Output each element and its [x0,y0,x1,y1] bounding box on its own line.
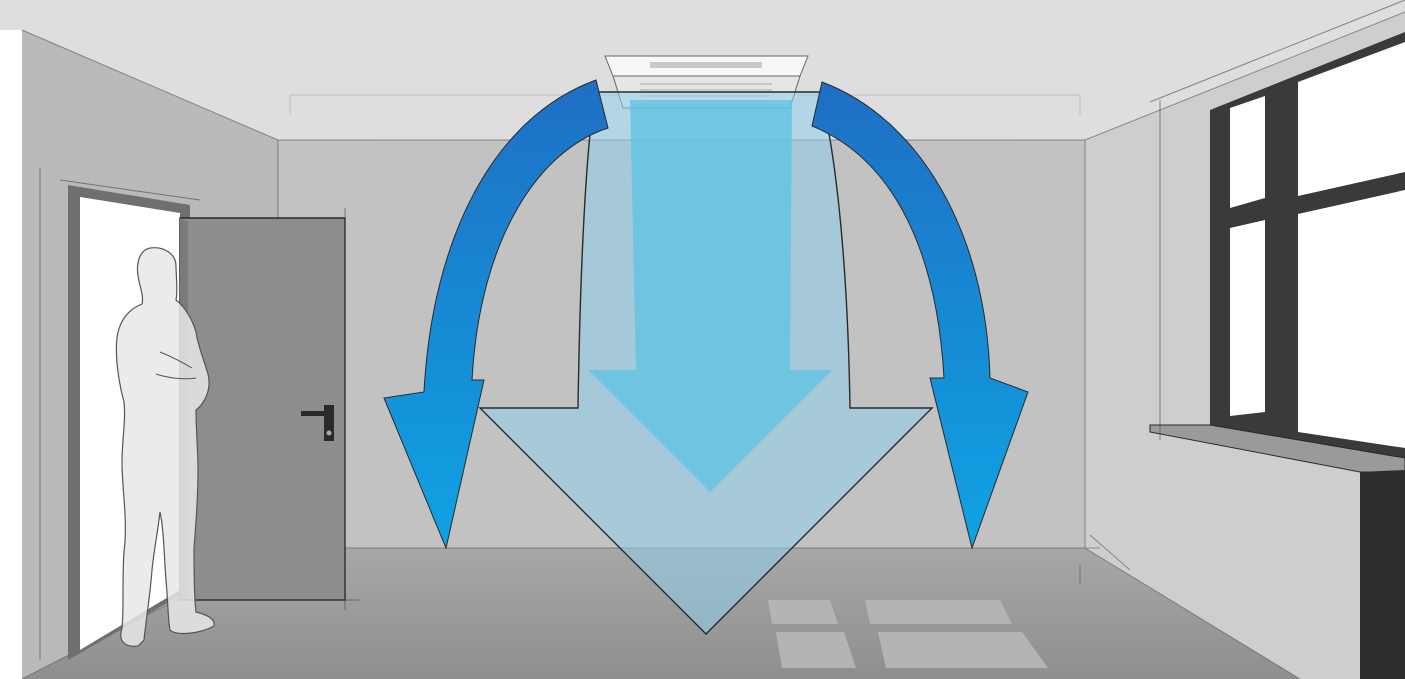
sunlight-patch [878,632,1048,668]
left-edge-strip [0,30,22,679]
sunlight-patch [768,600,838,624]
window-glass [1230,96,1265,208]
doorway [40,168,360,660]
window-glass [1298,190,1405,448]
sunlight-patch [776,632,856,668]
door-panel [180,218,345,600]
sunlight-patch [865,600,1012,624]
window-glass [1230,220,1265,416]
dark-cabinet [1360,470,1405,679]
